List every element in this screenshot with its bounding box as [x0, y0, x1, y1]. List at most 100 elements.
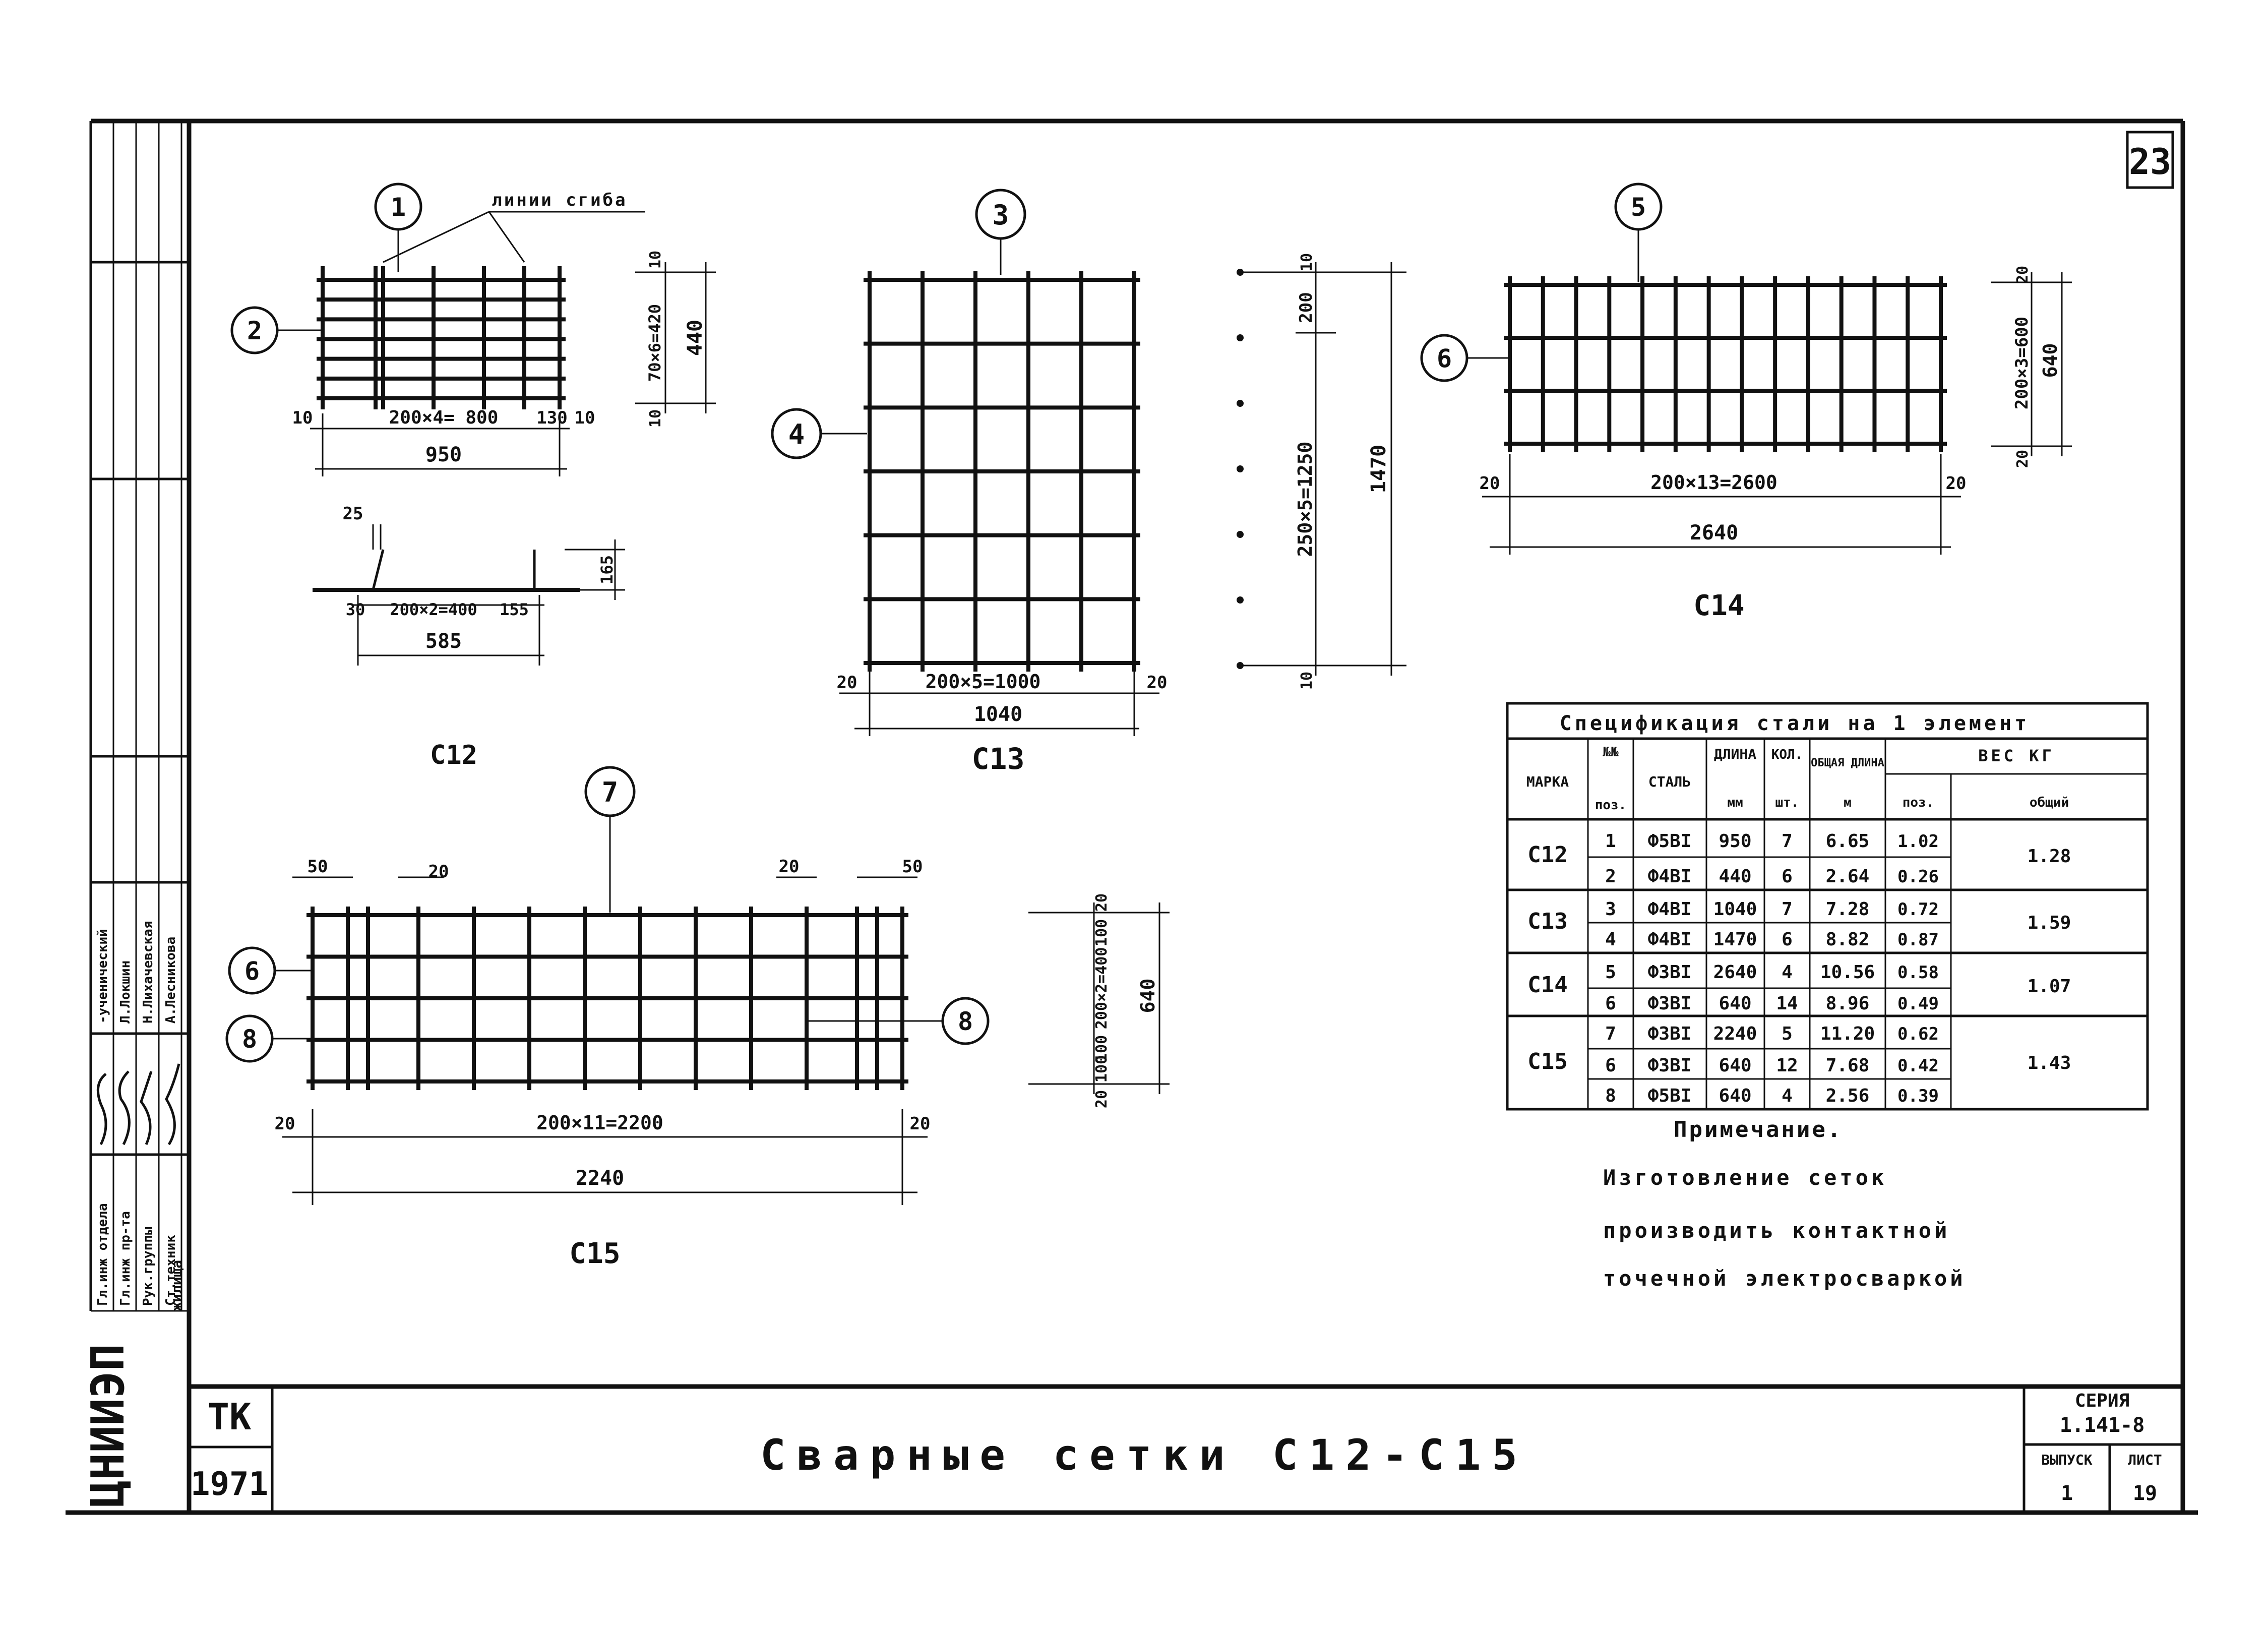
spec-row-total-length: 2.56 — [1826, 1086, 1870, 1106]
spec-row-steel: Ф4ВI — [1648, 899, 1692, 920]
spec-header-weight-total: общий — [2030, 795, 2069, 810]
spec-row-pos: 7 — [1605, 1023, 1616, 1044]
spec-group-mark: С15 — [1527, 1049, 1567, 1074]
c12-bent-spacing: 200×2=400 — [390, 600, 477, 619]
c12-bent-top-offset: 25 — [343, 504, 363, 524]
c14-mark-5-text: 5 — [1631, 193, 1646, 222]
spec-row-pos: 5 — [1605, 962, 1616, 983]
c15-dim-height-bottom: 20 — [1093, 1090, 1111, 1108]
spec-group-total: 1.07 — [2028, 976, 2071, 997]
c15-dim-height-a: 100 — [1093, 919, 1111, 946]
spec-row-weight: 0.39 — [1897, 1086, 1939, 1106]
mesh-c15-dimensions — [282, 876, 1170, 1205]
institute-suffix: жилища — [168, 1260, 185, 1311]
c14-dim-left-end: 20 — [1480, 473, 1500, 494]
c13-dim-spacing: 200×5=1000 — [926, 671, 1041, 693]
c14-dim-height-spacing: 200×3=600 — [2012, 317, 2032, 409]
spec-header-weight: ВЕС КГ — [1978, 746, 2055, 765]
page-number: 23 — [2129, 141, 2171, 183]
spec-group-mark: С14 — [1527, 972, 1567, 998]
mesh-c12 — [317, 266, 566, 409]
spec-group-mark: С13 — [1527, 909, 1567, 934]
c12-bent-height: 165 — [597, 555, 617, 584]
c15-dim-top-right2: 50 — [902, 857, 923, 877]
c12-mark-1 — [374, 183, 422, 272]
c13-label: С13 — [972, 742, 1025, 776]
spec-row-length: 440 — [1719, 866, 1751, 887]
spec-row-steel: Ф4ВI — [1648, 866, 1692, 887]
sheet-value: 19 — [2133, 1482, 2157, 1505]
c15-mark-6-text: 6 — [244, 956, 260, 986]
stamp-role: Гл.инж пр-та — [118, 1211, 133, 1306]
stamp-roles: Гл.инж отдела Гл.инж пр-та Рук.группы Ст… — [95, 1203, 178, 1306]
spec-row-weight: 0.26 — [1897, 867, 1939, 887]
c15-mark-6 — [228, 946, 313, 995]
handwritten-signatures — [96, 1063, 180, 1146]
series-label: СЕРИЯ — [2075, 1391, 2129, 1411]
c14-mark-6-text: 6 — [1437, 344, 1452, 373]
spec-row-steel: Ф4ВI — [1648, 929, 1692, 950]
c14-dim-spacing: 200×13=2600 — [1650, 471, 1777, 494]
c12-mark-2-text: 2 — [247, 316, 262, 345]
note-line: точечной электросваркой — [1603, 1266, 1966, 1291]
spec-row-total-length: 7.28 — [1826, 899, 1870, 920]
spec-row-weight: 0.72 — [1897, 899, 1939, 920]
dimension-tick — [1237, 596, 1244, 604]
spec-row-qty: 6 — [1782, 929, 1793, 950]
spec-row-length: 640 — [1719, 1086, 1751, 1106]
note-line: Изготовление сеток — [1603, 1165, 1887, 1190]
mesh-c14-dimensions — [1482, 272, 2072, 555]
c15-dim-height-total: 640 — [1137, 979, 1159, 1013]
c12-bent-left: 30 — [346, 600, 365, 619]
spec-row-weight: 0.49 — [1897, 994, 1939, 1014]
note-line: производить контактной — [1603, 1218, 1950, 1243]
spec-row-steel: Ф5ВI — [1648, 1086, 1692, 1106]
spec-row-pos: 8 — [1605, 1086, 1616, 1106]
spec-row-length: 2240 — [1713, 1023, 1757, 1044]
c12-dim-total: 950 — [425, 443, 462, 466]
spec-row-qty: 6 — [1782, 866, 1793, 887]
stamp-role: Ст.техник — [163, 1235, 178, 1306]
spec-row-total-length: 10.56 — [1820, 962, 1875, 983]
spec-row-qty: 12 — [1776, 1055, 1798, 1076]
c15-mark-8-left — [225, 1014, 408, 1063]
spec-row-qty: 14 — [1776, 993, 1798, 1014]
spec-group-mark: С12 — [1527, 842, 1567, 868]
spec-row-weight: 0.42 — [1897, 1056, 1939, 1076]
c12-bent-right: 155 — [500, 600, 529, 619]
stamp-role: Рук.группы — [141, 1227, 156, 1306]
spec-row-total-length: 2.64 — [1826, 866, 1870, 887]
spec-row-pos: 4 — [1605, 929, 1616, 950]
spec-row-steel: Ф3ВI — [1648, 962, 1692, 983]
c15-label: С15 — [569, 1237, 620, 1270]
c14-label: С14 — [1693, 589, 1744, 622]
year: 1971 — [191, 1466, 268, 1503]
spec-row-length: 1470 — [1713, 929, 1757, 950]
spec-row-pos: 1 — [1605, 831, 1616, 852]
spec-row-qty: 4 — [1782, 962, 1793, 983]
spec-row-pos: 3 — [1605, 899, 1616, 920]
c14-dim-right-end: 20 — [1946, 473, 1967, 494]
spec-row-length: 640 — [1719, 993, 1751, 1014]
spec-row-length: 2640 — [1713, 962, 1757, 983]
spec-header-qty-unit: шт. — [1775, 795, 1799, 810]
c15-dim-spacing: 200×11=2200 — [536, 1112, 663, 1134]
mesh-c13 — [864, 271, 1140, 672]
spec-table-grid — [1506, 702, 2149, 1111]
mesh-c13-dimensions — [839, 262, 1406, 736]
c13-dim-height-total: 1470 — [1367, 445, 1390, 493]
c13-dim-height-spacing: 250×5=1250 — [1294, 442, 1316, 557]
stamp-name: Л.Локшин — [118, 960, 133, 1023]
spec-row-weight: 0.62 — [1897, 1024, 1939, 1044]
c15-dim-height-top: 20 — [1093, 893, 1111, 912]
c14-dim-height-bottom: 20 — [2014, 450, 2032, 468]
spec-row-qty: 5 — [1782, 1023, 1793, 1044]
spec-row-qty: 7 — [1782, 831, 1793, 852]
c13-mark-4 — [771, 408, 867, 459]
c12-bend-note: линии сгиба — [492, 190, 627, 210]
dimension-tick — [1237, 465, 1244, 472]
spec-header-pos-sub: поз. — [1595, 798, 1627, 813]
spec-header-mark: МАРКА — [1526, 773, 1569, 790]
mesh-c15 — [307, 907, 908, 1090]
